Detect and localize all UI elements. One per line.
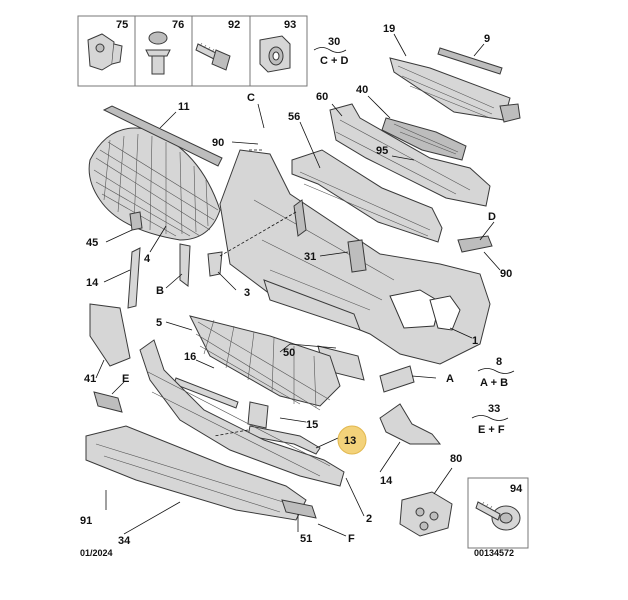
lower-spoiler-part <box>139 339 345 487</box>
callout-56: 56 <box>288 111 300 123</box>
callout-91: 91 <box>80 515 92 527</box>
callout-13-highlight: 13 <box>337 425 367 455</box>
grille-trim-part <box>102 105 223 167</box>
fastener-number-92: 92 <box>228 19 240 31</box>
group-note-30: 30 C + D <box>313 36 348 67</box>
svg-text:A + B: A + B <box>480 377 508 389</box>
rivet-icon <box>145 31 171 75</box>
corner-trim-part-14 <box>379 403 442 445</box>
panel-part-50a <box>263 279 361 331</box>
fastener-number-93: 93 <box>284 19 296 31</box>
bracket-part-31 <box>347 239 367 273</box>
callout-34: 34 <box>118 535 131 547</box>
group-note-33: 33 E + F <box>471 403 509 436</box>
callout-15: 15 <box>306 419 318 431</box>
upper-crossmember-part <box>389 57 521 123</box>
fastener-kit-80 <box>399 491 453 537</box>
lower-grille-part <box>189 315 341 411</box>
insert-part-b <box>179 243 191 287</box>
callout-14-right: 14 <box>380 475 393 487</box>
screw-icon <box>195 42 231 71</box>
svg-text:30: 30 <box>328 36 340 48</box>
callout-16: 16 <box>184 351 196 363</box>
callout-c-top: C <box>247 92 255 104</box>
callout-90-right: 90 <box>500 268 512 280</box>
callout-19: 19 <box>383 23 395 35</box>
clip-part-e <box>93 391 123 413</box>
callout-labels: 11 19 9 60 40 56 C 90 95 D 90 45 4 31 14… <box>80 23 512 547</box>
callout-80: 80 <box>450 453 462 465</box>
callout-40: 40 <box>356 84 368 96</box>
svg-text:8: 8 <box>496 356 502 368</box>
callout-90-top: 90 <box>212 137 224 149</box>
callout-51: 51 <box>300 533 312 545</box>
callout-b: B <box>156 285 164 297</box>
callout-50: 50 <box>283 347 295 359</box>
svg-text:E + F: E + F <box>478 424 505 436</box>
impact-beam-part <box>329 103 491 207</box>
fastener-number-75: 75 <box>116 19 128 31</box>
callout-11: 11 <box>178 101 190 113</box>
callout-41: 41 <box>84 373 96 385</box>
callout-e: E <box>122 373 129 385</box>
callout-4: 4 <box>144 253 151 265</box>
insert-part-41 <box>89 303 131 367</box>
fastener-box: 75 76 92 93 <box>77 15 308 87</box>
callout-5: 5 <box>156 317 162 329</box>
callout-1: 1 <box>472 335 478 347</box>
svg-text:33: 33 <box>488 403 500 415</box>
svg-text:C + D: C + D <box>320 55 348 67</box>
strip-part-15 <box>247 401 269 429</box>
clip-part-51 <box>281 499 317 519</box>
clip-part-45 <box>129 211 143 231</box>
side-trim-part-14 <box>127 247 141 309</box>
bracket-part-center <box>293 199 307 237</box>
trim-strip-part <box>437 47 503 75</box>
callout-45: 45 <box>86 237 98 249</box>
inset-94: 94 <box>467 477 529 549</box>
side-bracket-part <box>457 235 493 253</box>
leader-lines <box>95 33 501 537</box>
callout-2: 2 <box>366 513 372 525</box>
grille-part <box>88 127 221 241</box>
screw-washer-icon <box>475 501 521 531</box>
callout-9: 9 <box>484 33 490 45</box>
footer-date: 01/2024 <box>80 548 113 558</box>
callout-14-left: 14 <box>86 277 99 289</box>
callout-95: 95 <box>376 145 388 157</box>
callout-31: 31 <box>304 251 316 263</box>
absorber-part <box>291 149 443 243</box>
inset-number: 94 <box>510 483 523 495</box>
trim-part-a <box>379 365 415 393</box>
callout-a: A <box>446 373 454 385</box>
footer-code: 00134572 <box>474 548 514 558</box>
push-clip-icon <box>87 33 123 71</box>
clip-nut-icon <box>259 35 291 73</box>
bracket-part <box>381 117 467 161</box>
callout-d: D <box>488 211 496 223</box>
group-note-8: 8 A + B <box>477 356 515 389</box>
callout-60: 60 <box>316 91 328 103</box>
callout-3: 3 <box>244 287 250 299</box>
callout-f: F <box>348 533 355 545</box>
fastener-number-76: 76 <box>172 19 184 31</box>
callout-13: 13 <box>344 435 356 447</box>
